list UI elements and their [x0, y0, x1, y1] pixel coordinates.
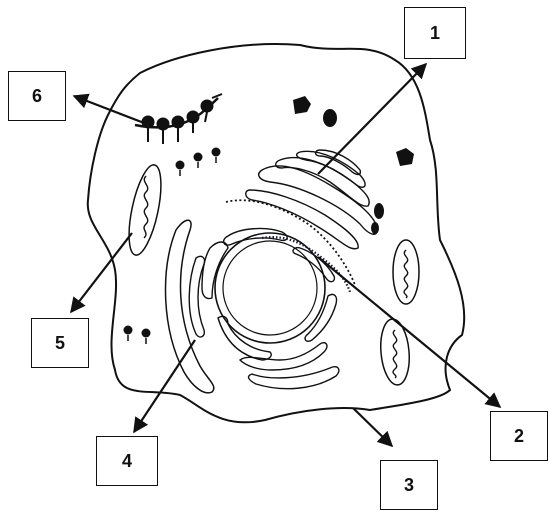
label-box-1: 1	[404, 7, 466, 59]
arrow-6	[74, 96, 152, 126]
polyribosome	[135, 94, 222, 144]
arrow-5	[71, 233, 132, 312]
label-box-2: 2	[490, 411, 548, 461]
arrow-2	[318, 257, 500, 407]
label-box-6: 6	[8, 71, 66, 121]
label-box-5: 5	[31, 318, 89, 368]
arrow-3	[353, 408, 392, 446]
arrow-4	[134, 340, 195, 432]
vesicles	[293, 96, 414, 234]
label-box-3: 3	[380, 460, 438, 510]
mitochondrion-left	[123, 162, 168, 257]
rough-er	[189, 229, 339, 389]
ribosome-clusters	[124, 148, 221, 345]
rough-er-strand-2	[262, 237, 350, 292]
mitochondrion-right-upper	[393, 240, 419, 304]
mitochondrion-right-lower	[378, 318, 412, 386]
nucleus-inner	[223, 241, 317, 335]
label-box-4: 4	[96, 436, 158, 486]
